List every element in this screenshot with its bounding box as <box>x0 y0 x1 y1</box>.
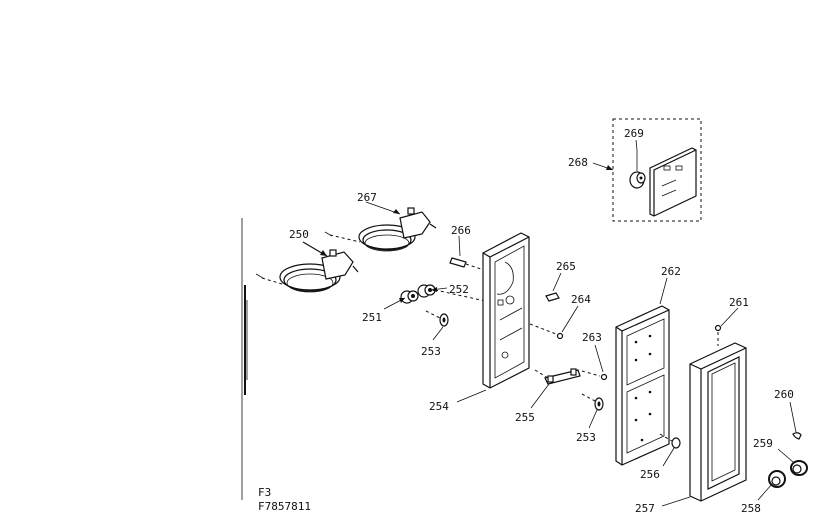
part-253-bushing-lower <box>581 393 604 411</box>
part-255-bracket <box>534 368 581 385</box>
part-264-screw <box>529 323 564 340</box>
part-267-thermostat <box>324 207 437 252</box>
part-251-knob <box>400 290 419 304</box>
label-250: 250 <box>289 228 309 241</box>
label-262: 262 <box>661 265 681 278</box>
part-253-bushing-upper <box>425 310 449 327</box>
caption-figure-id: F3 <box>258 486 271 499</box>
part-261-screw <box>714 324 722 346</box>
label-253-upper: 253 <box>421 345 441 358</box>
label-255: 255 <box>515 411 535 424</box>
part-258-cap <box>768 470 786 488</box>
part-259-cap <box>790 460 808 476</box>
part-260-clip <box>792 432 802 440</box>
label-257: 257 <box>635 502 655 515</box>
label-261: 261 <box>729 296 749 309</box>
label-254: 254 <box>429 400 449 413</box>
part-269-switch <box>629 171 646 189</box>
part-254-control-housing <box>482 232 530 389</box>
label-265: 265 <box>556 260 576 273</box>
label-264: 264 <box>571 293 591 306</box>
label-267: 267 <box>357 191 377 204</box>
part-number-labels: 267 250 266 252 251 253 254 255 265 264 … <box>289 127 794 515</box>
caption-drawing-number: F7857811 <box>258 500 311 513</box>
label-253-lower: 253 <box>576 431 596 444</box>
label-268: 268 <box>568 156 588 169</box>
figure-caption: F3 F7857811 <box>258 486 311 513</box>
part-266-pin <box>449 257 491 273</box>
inset-box-268 <box>612 118 702 222</box>
part-262-panel <box>615 305 670 466</box>
label-258: 258 <box>741 502 761 515</box>
part-265-pin <box>545 292 560 302</box>
label-263: 263 <box>582 331 602 344</box>
label-260: 260 <box>774 388 794 401</box>
part-263-screw <box>581 370 608 381</box>
scan-edge <box>241 218 248 500</box>
label-252: 252 <box>449 283 469 296</box>
label-259: 259 <box>753 437 773 450</box>
part-252-knob <box>417 284 436 298</box>
leader-arrowheads <box>320 165 613 303</box>
part-257-frame <box>689 342 747 502</box>
label-256: 256 <box>640 468 660 481</box>
label-266: 266 <box>451 224 471 237</box>
part-250-thermostat <box>255 249 359 293</box>
part-256-washer <box>659 433 681 449</box>
label-251: 251 <box>362 311 382 324</box>
label-269: 269 <box>624 127 644 140</box>
